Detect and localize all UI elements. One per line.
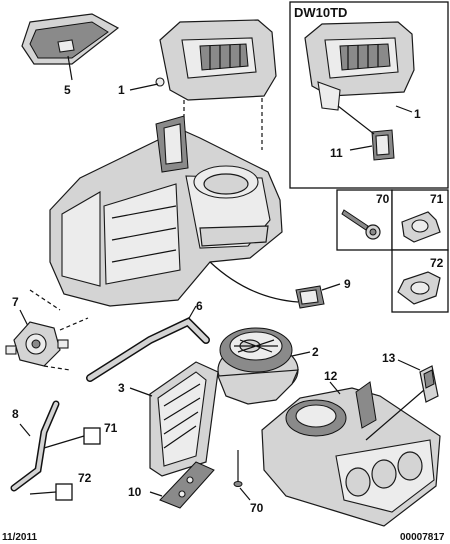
footer-ref-code: 00007817 (400, 532, 445, 543)
variant-air-intake-housing (304, 21, 415, 111)
heater-housing (49, 115, 283, 307)
seal-plate (159, 461, 215, 509)
callout-13: 13 (382, 351, 396, 365)
cabin-filter (149, 361, 219, 477)
footer-date: 11/2011 (2, 532, 37, 543)
ref-box-71-label: 71 (430, 192, 444, 206)
pipe-clip-ref-71: 71 (104, 421, 118, 435)
clip-72-icon (397, 271, 441, 305)
resistor-cable (209, 261, 299, 303)
callout-11: 11 (330, 146, 343, 160)
screw-70-icon (341, 209, 381, 240)
variant-blower-resistor (371, 129, 395, 161)
screw-70-part (233, 450, 243, 487)
water-valve (5, 321, 69, 367)
air-vent-grille (21, 13, 120, 65)
callout-7: 7 (12, 295, 19, 309)
pipe-clip-ref-72-box (55, 483, 73, 501)
callout-6-leader (187, 305, 197, 321)
pipe-clip-ref-71-leader (43, 435, 85, 449)
valve-guide-lines (29, 289, 89, 371)
ref-box-70 (336, 189, 393, 251)
callout-6: 6 (196, 299, 203, 313)
callout-9-leader (321, 283, 341, 291)
pipe-clip-ref-71-box (83, 427, 101, 445)
pipe-clip-ref-72-leader (29, 491, 57, 495)
temperature-sensor (419, 365, 439, 403)
callout-2: 2 (312, 345, 319, 359)
air-intake-housing (155, 19, 277, 101)
callout-10-leader (149, 491, 163, 497)
callout-12-leader (329, 381, 341, 395)
callout-1-variant: 1 (414, 107, 421, 121)
callout-8: 8 (12, 407, 19, 421)
variant-connector-link (337, 105, 375, 135)
callout-7-leader (19, 309, 29, 327)
callout-11-leader (349, 145, 373, 151)
blower-motor (217, 327, 299, 405)
sensor-link-line (365, 389, 425, 441)
callout-3: 3 (118, 381, 125, 395)
callout-2-leader (291, 351, 311, 357)
callout-1-leader (129, 83, 159, 91)
callout-12: 12 (324, 369, 338, 383)
callout-5: 5 (64, 83, 71, 97)
callout-3-leader (129, 387, 153, 397)
callout-13-leader (397, 359, 421, 371)
clip-71-icon (401, 211, 441, 243)
callout-5-leader (67, 55, 73, 81)
pipe-clip-ref-72: 72 (78, 471, 92, 485)
blower-casing (261, 381, 441, 527)
ref-box-72-label: 72 (430, 256, 444, 270)
callout-9: 9 (344, 277, 351, 291)
callout-70-leader (239, 487, 251, 501)
callout-1: 1 (118, 83, 125, 97)
callout-1-variant-leader (395, 105, 413, 113)
blower-resistor (295, 285, 325, 309)
callout-8-leader (19, 423, 31, 437)
callout-10: 10 (128, 485, 142, 499)
variant-panel-title: DW10TD (294, 5, 347, 20)
ref-box-70-label: 70 (376, 192, 390, 206)
callout-70: 70 (250, 501, 264, 515)
